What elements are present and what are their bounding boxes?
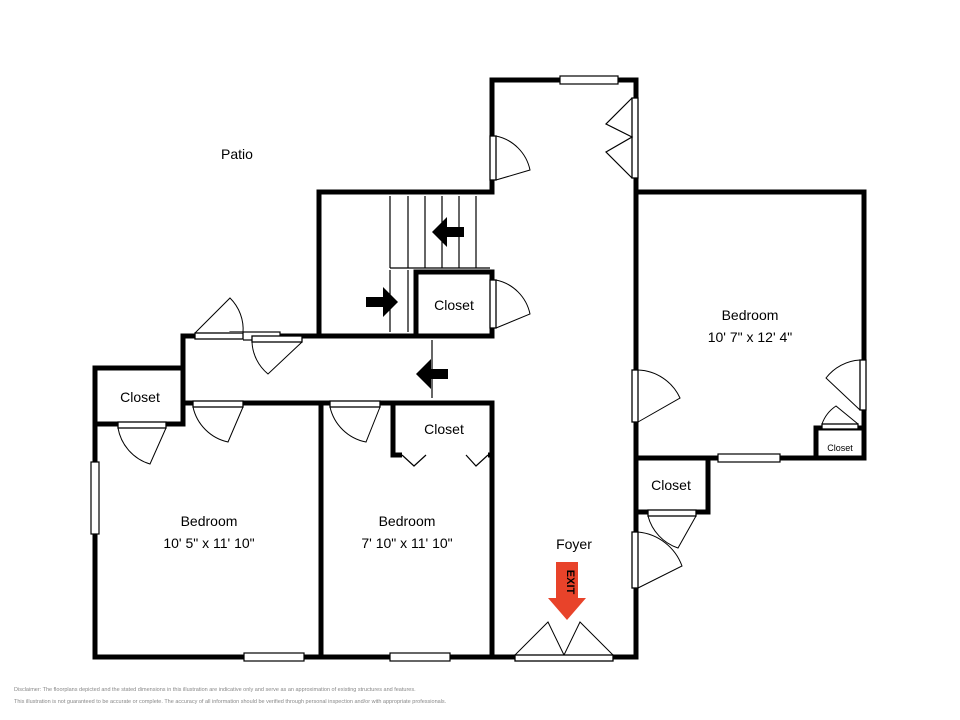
room-labels: Patio Closet Closet Closet Closet Closet…	[120, 146, 853, 552]
walls	[92, 77, 867, 660]
arrow-right-icon	[366, 287, 398, 317]
closet-small-label: Closet	[827, 443, 853, 453]
bedroom-right-dims: 10' 7" x 12' 4"	[708, 329, 793, 345]
window-bedroom-right-bottom	[717, 453, 781, 463]
exit-arrow-icon: EXIT	[548, 562, 586, 620]
bedroom-right-name: Bedroom	[722, 307, 779, 323]
exit-label: EXIT	[564, 570, 576, 595]
windows	[90, 75, 781, 662]
window-foyer-top	[559, 75, 619, 85]
disclaimer-line-1: Disclaimer: The floorplans depicted and …	[14, 687, 416, 693]
closet-left-label: Closet	[120, 389, 160, 405]
window-bedroom-left-side	[90, 461, 100, 535]
closet-right-label: Closet	[651, 477, 691, 493]
bedroom-left-dims: 10' 5" x 11' 10"	[163, 535, 254, 551]
bedroom-mid-name: Bedroom	[379, 513, 436, 529]
foyer-label: Foyer	[556, 536, 592, 552]
disclaimer-line-2: This illustration is not guaranteed to b…	[14, 699, 447, 705]
closet-mid-label: Closet	[424, 421, 464, 437]
bedroom-mid-dims: 7' 10" x 11' 10"	[361, 535, 452, 551]
patio-label: Patio	[221, 146, 253, 162]
window-bedroom-mid-bottom	[389, 652, 451, 662]
arrow-left-icon	[432, 217, 464, 247]
doors	[117, 97, 869, 662]
bedroom-left-name: Bedroom	[181, 513, 238, 529]
window-bedroom-left-bottom	[243, 652, 305, 662]
stair-direction-arrows	[366, 217, 464, 398]
closet-stair-label: Closet	[434, 297, 474, 313]
